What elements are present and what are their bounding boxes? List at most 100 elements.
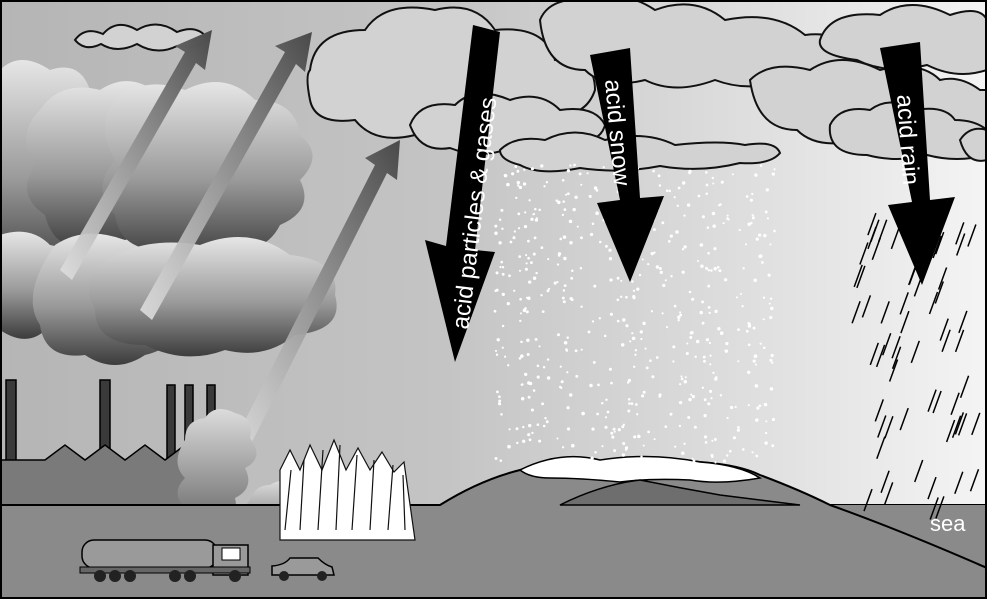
snowflake [737, 328, 740, 331]
snowflake [639, 274, 641, 276]
snowflake [752, 216, 755, 219]
snowflake [527, 381, 530, 384]
snowflake [502, 293, 505, 296]
snowflake [677, 316, 680, 319]
snowflake [764, 403, 767, 406]
snowflake [679, 311, 681, 313]
snowflake [733, 436, 736, 439]
snowflake [687, 203, 690, 206]
snowflake [506, 183, 510, 187]
snowflake [703, 360, 706, 363]
snowflake [683, 214, 685, 216]
snowflake [710, 269, 713, 272]
snowflake [693, 459, 696, 462]
snowflake [589, 384, 593, 388]
snowflake [516, 170, 519, 173]
snowflake [670, 275, 672, 277]
snowflake [662, 312, 664, 314]
snowflake [501, 228, 503, 230]
snowflake [521, 383, 523, 385]
snowflake [592, 320, 594, 322]
snowflake [538, 209, 541, 212]
snowflake [591, 428, 594, 431]
snowflake [559, 238, 562, 241]
snowflake [617, 277, 620, 280]
snowflake [628, 398, 631, 401]
snowflake [609, 257, 612, 260]
snowflake [563, 235, 567, 239]
snowflake [495, 350, 497, 352]
snowflake [754, 354, 758, 358]
snowflake [765, 210, 768, 213]
snowflake [755, 455, 758, 458]
snowflake [682, 271, 685, 274]
snowflake [629, 340, 631, 342]
snowflake [727, 215, 729, 217]
snowflake [696, 340, 700, 344]
snowflake [623, 424, 625, 426]
snowflake [642, 322, 646, 326]
snowflake [683, 245, 686, 248]
snowflake [500, 413, 503, 416]
snowflake [674, 305, 677, 308]
snowflake [569, 393, 572, 396]
snowflake [705, 171, 708, 174]
snowflake [527, 240, 530, 243]
snowflake [745, 243, 747, 245]
snowflake [499, 219, 501, 221]
snowflake [596, 189, 599, 192]
snowflake [633, 290, 635, 292]
snowflake [643, 391, 646, 394]
snowflake [562, 214, 564, 216]
snowflake [605, 245, 608, 248]
snowflake [661, 221, 664, 224]
snowflake [767, 217, 769, 219]
snowflake [698, 195, 701, 198]
snowflake [681, 378, 684, 381]
snowflake [511, 172, 514, 175]
snowflake [500, 209, 503, 212]
snowflake [692, 395, 695, 398]
snowflake [750, 222, 752, 224]
snowflake [741, 305, 743, 307]
snowflake [664, 425, 667, 428]
snowflake [760, 343, 762, 345]
snowflake [708, 306, 711, 309]
snowflake [546, 420, 549, 423]
snowflake [523, 309, 526, 312]
snowflake [689, 291, 692, 294]
snowflake [518, 255, 521, 258]
snowflake [748, 404, 750, 406]
snowflake [609, 278, 612, 281]
snowflake [635, 349, 637, 351]
snowflake [599, 317, 601, 319]
snowflake [514, 230, 516, 232]
snowflake [678, 319, 680, 321]
snowflake [769, 316, 772, 319]
snowflake [710, 397, 712, 399]
snowflake [534, 236, 537, 239]
snowflake [533, 389, 536, 392]
snowflake [674, 446, 676, 448]
snowflake [498, 241, 501, 244]
snowflake [720, 394, 722, 396]
snowflake [524, 373, 527, 376]
snowflake [526, 262, 528, 264]
snowflake [753, 327, 756, 330]
snowflake [517, 181, 520, 184]
snowflake [684, 380, 687, 383]
snowflake [748, 343, 751, 346]
snowflake [694, 356, 696, 358]
snowflake [567, 406, 570, 409]
snowflake [620, 280, 622, 282]
snowflake [522, 440, 525, 443]
snowflake [590, 233, 593, 236]
snowflake [613, 449, 616, 452]
snowflake [594, 451, 597, 454]
snowflake [496, 271, 499, 274]
snowflake [625, 324, 628, 327]
snowflake [543, 366, 545, 368]
snowflake [514, 165, 517, 168]
snowflake [577, 226, 579, 228]
